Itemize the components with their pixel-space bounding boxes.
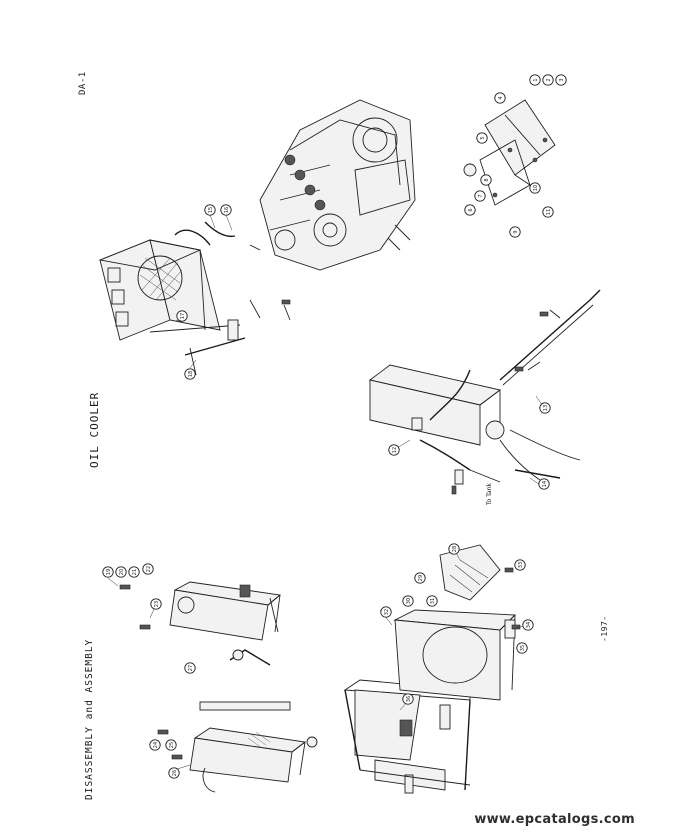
callout-bubble <box>128 566 140 578</box>
callout-bubble <box>509 226 521 238</box>
callout-bubble <box>414 572 426 584</box>
callout-bubble <box>464 204 476 216</box>
callout-bubble <box>539 402 551 414</box>
callout-number: 30 <box>406 598 412 604</box>
callout-number: 33 <box>518 562 524 568</box>
radiator-assembly <box>98 221 291 376</box>
engine-block <box>259 99 416 271</box>
callout-number: 6 <box>468 208 474 211</box>
callout-bubble <box>204 204 216 216</box>
callout-number: 11 <box>546 209 552 215</box>
callout-bubble <box>115 566 127 578</box>
callout-bubble <box>142 563 154 575</box>
callout-bubble <box>102 566 114 578</box>
callout-number: 35 <box>520 645 526 651</box>
callout-number: 16 <box>224 207 230 213</box>
callout-bubble <box>542 206 554 218</box>
callout-number: 29 <box>418 575 424 581</box>
callout-bubble <box>494 92 506 104</box>
callout-number: 34 <box>526 622 532 628</box>
bracket-plate <box>463 99 556 206</box>
callout-number: 13 <box>543 405 549 411</box>
callout-number: 8 <box>484 178 490 181</box>
callout-number: 12 <box>392 447 398 453</box>
callout-number: 9 <box>513 230 519 233</box>
callout-number: 5 <box>480 136 486 139</box>
callout-number: 2 <box>546 78 552 81</box>
callout-number: 26 <box>172 770 178 776</box>
callout-bubble <box>184 368 196 380</box>
callout-number: 21 <box>132 569 138 575</box>
callout-number: 20 <box>119 569 125 575</box>
callout-number: 10 <box>533 185 539 191</box>
fan-shroud <box>393 544 517 701</box>
callout-bubble <box>529 182 541 194</box>
callout-bubble <box>150 598 162 610</box>
callout-number: 1 <box>533 78 539 81</box>
callout-number: 19 <box>106 569 112 575</box>
callout-bubble <box>165 739 177 751</box>
callout-bubble <box>542 74 554 86</box>
callout-number: 32 <box>384 609 390 615</box>
callout-number: 28 <box>452 546 458 552</box>
hardware-bolts <box>119 299 549 760</box>
callout-bubble <box>176 310 188 322</box>
callout-number: 7 <box>478 194 484 197</box>
callout-number: 36 <box>406 696 412 702</box>
callout-bubble <box>516 642 528 654</box>
callout-number: 17 <box>180 313 186 319</box>
callout-bubble <box>184 662 196 674</box>
callout-number: 3 <box>559 78 565 81</box>
callout-bubble <box>529 74 541 86</box>
callout-bubble <box>448 543 460 555</box>
callout-bubble <box>380 606 392 618</box>
cooler-core-lower <box>189 701 318 793</box>
callout-bubble <box>522 619 534 631</box>
callout-bubble <box>168 767 180 779</box>
callout-bubble <box>474 190 486 202</box>
callout-bubble <box>480 174 492 186</box>
callout-bubble <box>426 595 438 607</box>
callout-number: 18 <box>188 371 194 377</box>
callout-bubble <box>514 559 526 571</box>
callout-number: 25 <box>169 742 175 748</box>
callout-number: 24 <box>153 742 159 748</box>
callout-bubble <box>538 478 550 490</box>
oil-lines <box>368 289 601 485</box>
callout-bubble <box>476 132 488 144</box>
cooler-core-upper <box>169 581 282 666</box>
watermark: www.epcatalogs.com <box>474 812 635 827</box>
callout-number: 31 <box>430 598 436 604</box>
callout-number: 23 <box>154 601 160 607</box>
callout-number: 27 <box>188 665 194 671</box>
callout-number: 4 <box>498 96 504 99</box>
callout-number: 14 <box>542 481 548 487</box>
callout-bubble <box>555 74 567 86</box>
callout-bubble <box>388 444 400 456</box>
callout-bubble <box>402 693 414 705</box>
callout-bubble <box>220 204 232 216</box>
cooler-frame <box>343 679 471 794</box>
callout-number: 15 <box>208 207 214 213</box>
callout-bubble <box>149 739 161 751</box>
callout-number: 22 <box>146 566 152 572</box>
callout-bubble <box>402 595 414 607</box>
